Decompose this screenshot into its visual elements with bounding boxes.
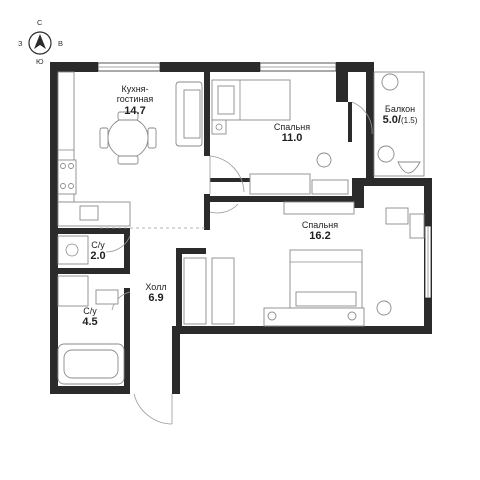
doors: [105, 101, 373, 425]
bathroom-fixtures: [57, 235, 125, 385]
balcony-area-reduced: (1.5): [400, 116, 418, 126]
compass-south-label: Ю: [36, 57, 44, 66]
room-label-wc1: С/у 2.0: [82, 240, 114, 263]
room-area: 6.9: [148, 292, 164, 305]
room-label-wc2: С/у 4.5: [74, 306, 106, 329]
compass-icon: [28, 31, 52, 55]
compass-west-label: З: [18, 39, 23, 48]
compass-east-label: В: [58, 39, 64, 48]
room-area: 5.0/(1.5): [382, 114, 418, 127]
hall-furniture: [183, 257, 235, 325]
room-label-balcony: Балкон 5.0/(1.5): [374, 104, 426, 127]
room-label-hall: Холл 6.9: [138, 282, 174, 305]
room-label-bedroom1: Спальня 11.0: [262, 122, 322, 145]
room-name: С/у: [91, 240, 105, 250]
room-area: 2.0: [90, 250, 106, 263]
kitchen-furniture: [57, 71, 203, 227]
compass-north-label: С: [37, 18, 43, 27]
room-area: 11.0: [281, 132, 303, 145]
room-area: 16.2: [309, 230, 331, 243]
room-name: С/у: [83, 306, 97, 316]
room-name: Балкон: [384, 104, 416, 114]
balcony-furniture: [373, 71, 425, 177]
room-label-kitchen: Кухня- гостиная 14.7: [100, 84, 170, 117]
room-name: Спальня: [301, 220, 339, 230]
interior-walls: [58, 71, 374, 386]
room-name: Спальня: [273, 122, 311, 132]
room-area: 4.5: [82, 316, 98, 329]
room-name: Холл: [145, 282, 167, 292]
bedroom2-furniture: [263, 201, 425, 327]
bedroom1-furniture: [211, 79, 349, 195]
balcony-area: 5.0: [382, 114, 398, 127]
room-label-bedroom2: Спальня 16.2: [288, 220, 352, 243]
room-area: 14.7: [124, 104, 146, 117]
windows: [97, 62, 432, 299]
room-name: Кухня- гостиная: [116, 84, 154, 105]
